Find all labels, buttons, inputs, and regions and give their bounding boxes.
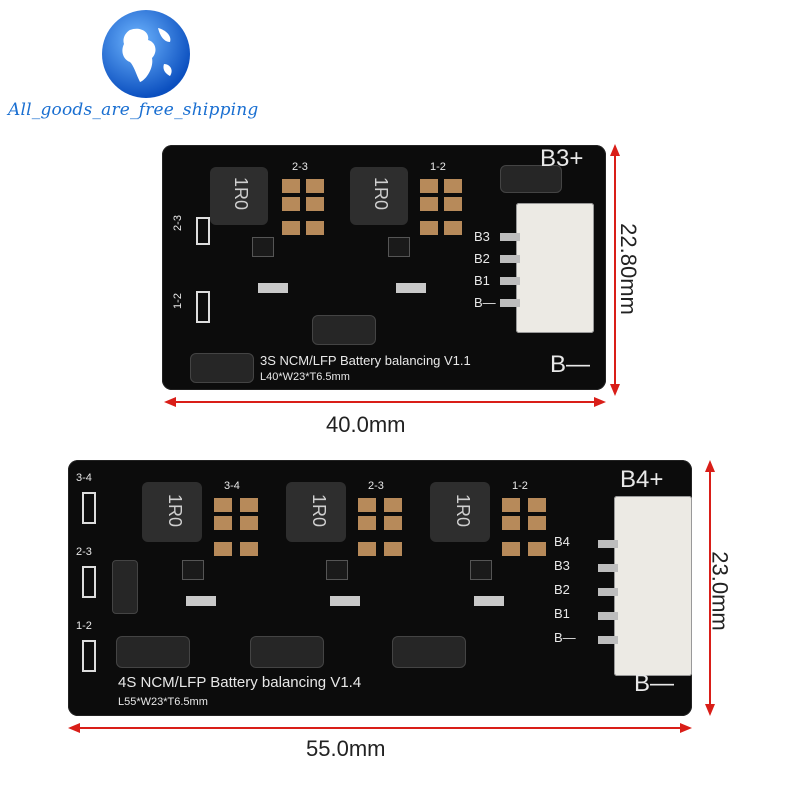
connector-pin-2 [598, 564, 618, 572]
led-3 [82, 640, 96, 672]
pos-terminal-label: B4+ [620, 466, 664, 493]
neg-terminal-label: B— [550, 351, 591, 378]
diode-3 [392, 636, 466, 668]
side-label-3: 1-2 [76, 620, 92, 632]
cap-group-1 [212, 494, 262, 564]
pcb-4s: 1R0 1R0 1R0 3-4 2-3 1-2 3-4 2-3 1 [68, 460, 692, 716]
pin-label-b4: B4 [554, 534, 570, 549]
led-1 [82, 492, 96, 524]
resistor-1 [258, 283, 288, 293]
ic-chip-2 [326, 560, 348, 580]
pin-label-b3: B3 [554, 558, 570, 573]
cap-group-3 [500, 494, 550, 564]
board-dimensions: L40*W23*T6.5mm [260, 371, 350, 383]
led-2 [82, 566, 96, 598]
board-title: 3S NCM/LFP Battery balancing V1.1 [260, 353, 471, 368]
connector-pin-1 [598, 540, 618, 548]
diode-2 [250, 636, 324, 668]
board-title: 4S NCM/LFP Battery balancing V1.4 [118, 674, 362, 691]
jst-connector [516, 203, 594, 333]
diode-side [112, 560, 138, 614]
side-label-1: 3-4 [76, 472, 92, 484]
ic-chip-2 [388, 237, 410, 257]
pin-label-b1: B1 [554, 606, 570, 621]
connector-pin-3 [598, 588, 618, 596]
ic-chip-1 [252, 237, 274, 257]
pin-label-b2: B2 [474, 251, 490, 266]
diode-3 [500, 165, 562, 193]
connector-pin-3 [500, 277, 520, 285]
pin-label-bneg: B— [474, 295, 496, 310]
ic-chip-1 [182, 560, 204, 580]
resistor-3 [474, 596, 504, 606]
board-dimensions: L55*W23*T6.5mm [118, 696, 208, 708]
globe-logo [100, 8, 192, 100]
jst-connector [614, 496, 692, 676]
inductor-3 [430, 482, 490, 542]
watermark-text: All_goods_are_free_shipping [8, 100, 259, 120]
resistor-2 [396, 283, 426, 293]
section-label-2: 2-3 [368, 480, 384, 492]
diode-1 [116, 636, 190, 668]
cap-group-2 [418, 175, 466, 237]
height-dimension-4s: 23.0mm [707, 551, 733, 631]
resistor-1 [186, 596, 216, 606]
section-label-1: 2-3 [292, 161, 308, 173]
pin-label-b1: B1 [474, 273, 490, 288]
inductor-1 [210, 167, 268, 225]
inductor-1 [142, 482, 202, 542]
inductor-2 [286, 482, 346, 542]
section-label-1: 3-4 [224, 480, 240, 492]
side-label-2: 2-3 [76, 546, 92, 558]
connector-pin-4 [500, 299, 520, 307]
neg-terminal-label: B— [634, 670, 675, 697]
width-dimension-4s: 55.0mm [306, 736, 386, 761]
diode-2 [190, 353, 254, 383]
pin-label-bneg: B— [554, 630, 576, 645]
led-2 [196, 291, 210, 323]
led-1 [196, 217, 210, 245]
diode-1 [312, 315, 376, 345]
connector-pin-1 [500, 233, 520, 241]
connector-pin-2 [500, 255, 520, 263]
section-label-2: 1-2 [430, 161, 446, 173]
ic-chip-3 [470, 560, 492, 580]
connector-pin-4 [598, 612, 618, 620]
cap-group-1 [280, 175, 328, 237]
section-label-3: 1-2 [512, 480, 528, 492]
width-dimension-3s: 40.0mm [326, 412, 406, 437]
pcb-3s: 1R0 1R0 2-3 1-2 2-3 1-2 B3 B2 B1 B— [162, 145, 606, 390]
connector-pin-5 [598, 636, 618, 644]
pos-terminal-label: B3+ [540, 145, 584, 172]
resistor-2 [330, 596, 360, 606]
pin-label-b2: B2 [554, 582, 570, 597]
pin-label-b3: B3 [474, 229, 490, 244]
cap-group-2 [356, 494, 406, 564]
inductor-2 [350, 167, 408, 225]
